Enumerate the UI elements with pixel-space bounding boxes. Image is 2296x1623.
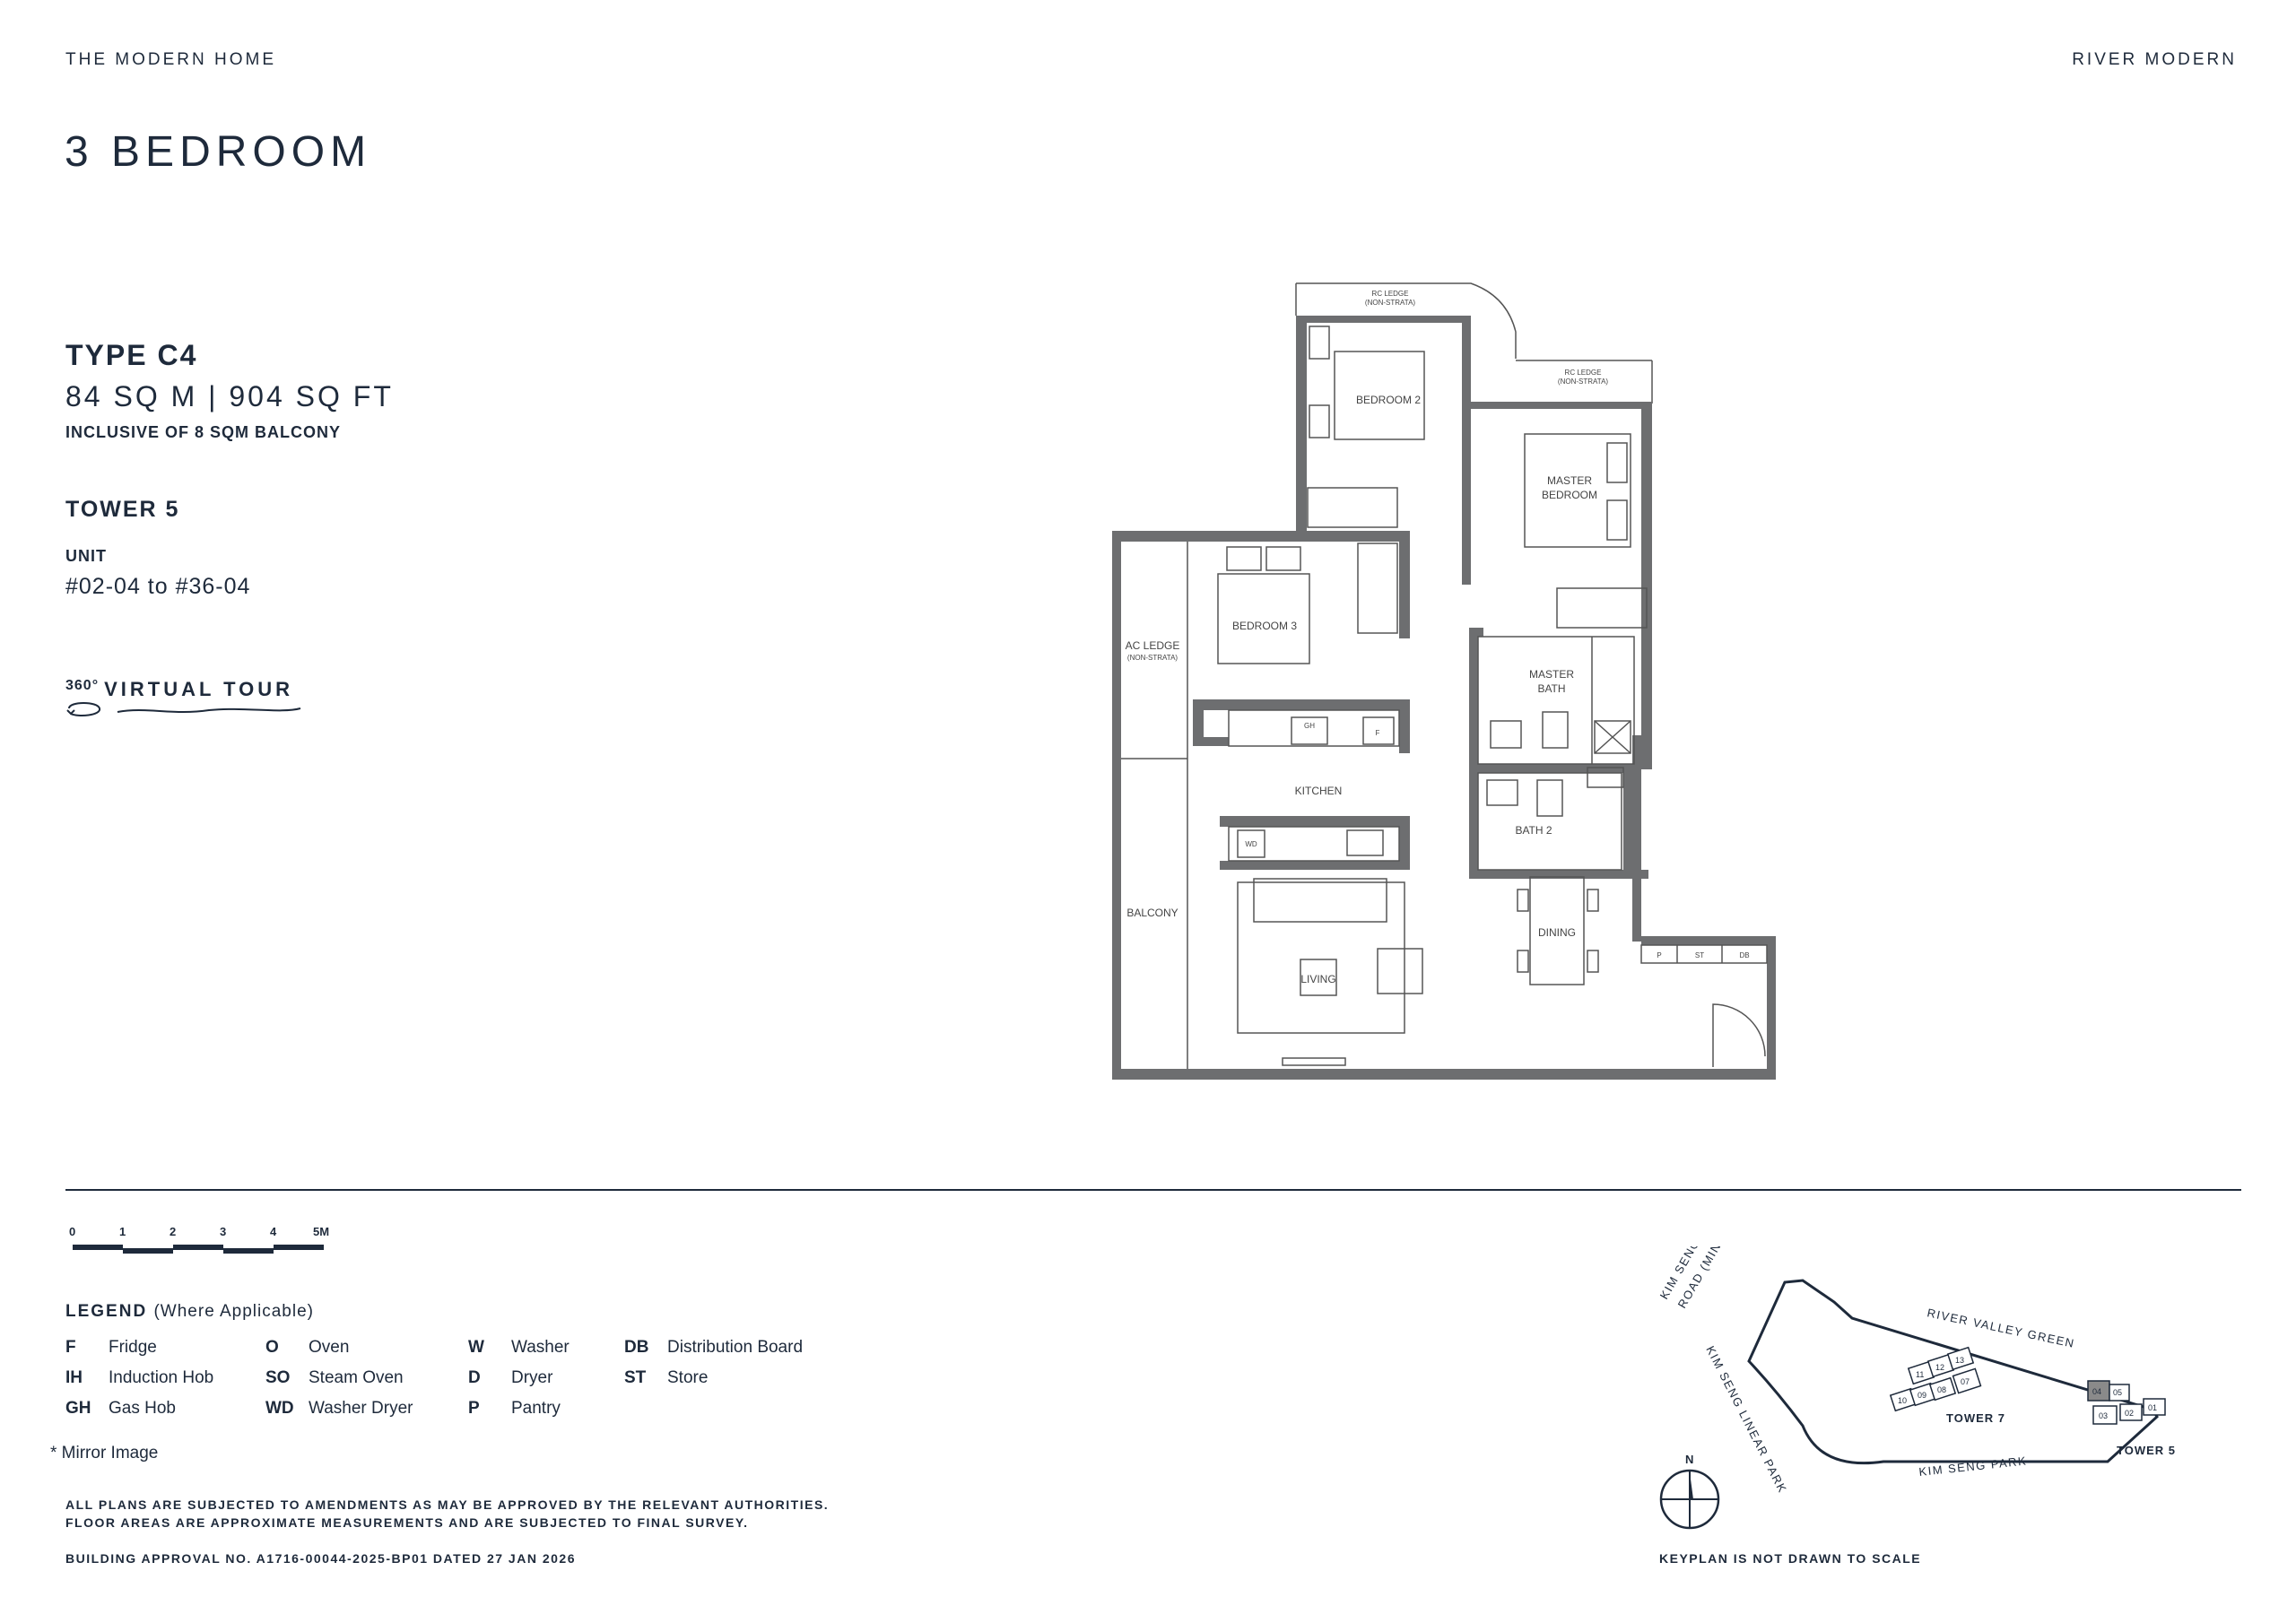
rotate-360-icon — [66, 702, 301, 716]
tower-7-label: TOWER 7 — [1946, 1411, 2005, 1425]
scale-tick-3: 3 — [220, 1225, 227, 1238]
balcony-note: INCLUSIVE OF 8 SQM BALCONY — [65, 423, 342, 441]
disclaimer-line-2: FLOOR AREAS ARE APPROXIMATE MEASUREMENTS… — [65, 1515, 749, 1530]
stack-02: 02 — [2125, 1409, 2134, 1418]
living-label: LIVING — [1300, 973, 1335, 985]
stack-08: 08 — [1937, 1385, 1946, 1394]
tower-5-label: TOWER 5 — [2117, 1444, 2176, 1457]
unit-range: #02-04 to #36-04 — [65, 574, 251, 599]
scale-tick-4: 4 — [270, 1225, 277, 1238]
legend-title: LEGEND (Where Applicable) — [65, 1302, 314, 1321]
stack-13: 13 — [1955, 1356, 1964, 1365]
rc-ledge-1-sub: (NON-STRATA) — [1365, 299, 1415, 307]
rc-ledge-2-sub: (NON-STRATA) — [1558, 378, 1608, 386]
bath-2-label: BATH 2 — [1515, 824, 1552, 837]
rc-ledge-2-label: RC LEDGE — [1565, 369, 1602, 377]
kitchen-label: KITCHEN — [1295, 785, 1343, 797]
store-label: ST — [1695, 951, 1704, 959]
rc-ledge-1-label: RC LEDGE — [1372, 290, 1409, 298]
kim-seng-park-label: KIM SENG PARK — [1918, 1454, 2028, 1479]
stack-11: 11 — [1916, 1370, 1924, 1379]
stack-09: 09 — [1918, 1391, 1926, 1400]
gas-hob-label: GH — [1304, 722, 1315, 730]
keyplan-note: KEYPLAN IS NOT DRAWN TO SCALE — [1659, 1551, 1922, 1566]
north-arrow-icon — [1659, 1469, 1720, 1530]
stack-10: 10 — [1898, 1396, 1907, 1405]
pantry-label: P — [1657, 951, 1661, 959]
dining-label: DINING — [1538, 926, 1576, 939]
header-right-brand: RIVER MODERN — [2072, 50, 2237, 69]
scale-tick-5m: 5M — [313, 1225, 330, 1238]
linear-park-label: KIM SENG LINEAR PARK — [1703, 1344, 1789, 1496]
master-bath-label-1: MASTER — [1529, 668, 1574, 681]
master-bedroom-label-1: MASTER — [1547, 474, 1592, 487]
stack-03: 03 — [2099, 1411, 2108, 1420]
unit-type: TYPE C4 — [65, 339, 198, 371]
building-approval: BUILDING APPROVAL NO. A1716-00044-2025-B… — [65, 1551, 576, 1566]
master-bedroom-label-2: BEDROOM — [1542, 489, 1597, 501]
stack-12: 12 — [1935, 1363, 1944, 1372]
virtual-tour-degree: 360° — [65, 678, 100, 693]
master-bath-label-2: BATH — [1537, 682, 1565, 695]
db-label: DB — [1739, 951, 1749, 959]
virtual-tour-link[interactable]: 360° VIRTUAL TOUR — [65, 678, 317, 732]
stack-05: 05 — [2113, 1388, 2122, 1397]
unit-area: 84 SQ M | 904 SQ FT — [65, 380, 394, 412]
ac-ledge-label: AC LEDGE — [1126, 639, 1180, 652]
stack-07: 07 — [1961, 1377, 1970, 1386]
unit-label: UNIT — [65, 547, 107, 565]
bedroom-2-label: BEDROOM 2 — [1356, 394, 1421, 406]
keyplan-map: KIM SENG ROAD (MINOR) KIM SENG LINEAR PA… — [1657, 1246, 2176, 1530]
legend-subtitle: (Where Applicable) — [153, 1302, 314, 1321]
north-label: N — [1685, 1453, 1694, 1466]
header-left-brand: THE MODERN HOME — [65, 50, 276, 69]
scale-tick-1: 1 — [119, 1225, 126, 1238]
scale-tick-0: 0 — [69, 1225, 76, 1238]
river-valley-label: RIVER VALLEY GREEN — [1926, 1306, 2076, 1350]
bedroom-3-label: BEDROOM 3 — [1232, 620, 1297, 632]
washer-dryer-label: WD — [1245, 840, 1257, 848]
fridge-label: F — [1376, 729, 1380, 737]
virtual-tour-label: VIRTUAL TOUR — [104, 678, 294, 700]
stack-04: 04 — [2092, 1387, 2101, 1396]
floor-plan: RC LEDGE (NON-STRATA) RC LEDGE (NON-STRA… — [1112, 282, 1776, 1080]
stack-01: 01 — [2148, 1403, 2157, 1412]
disclaimer-line-1: ALL PLANS ARE SUBJECTED TO AMENDMENTS AS… — [65, 1497, 830, 1512]
mirror-image-note: * Mirror Image — [50, 1444, 159, 1462]
scale-bar: 0 1 2 3 4 5M — [65, 1225, 352, 1261]
scale-tick-2: 2 — [170, 1225, 177, 1238]
section-divider — [65, 1189, 2241, 1191]
page-title: 3 BEDROOM — [65, 128, 372, 176]
tower-label: TOWER 5 — [65, 497, 180, 522]
balcony-label: BALCONY — [1126, 907, 1178, 919]
ac-ledge-sub: (NON-STRATA) — [1127, 654, 1178, 662]
